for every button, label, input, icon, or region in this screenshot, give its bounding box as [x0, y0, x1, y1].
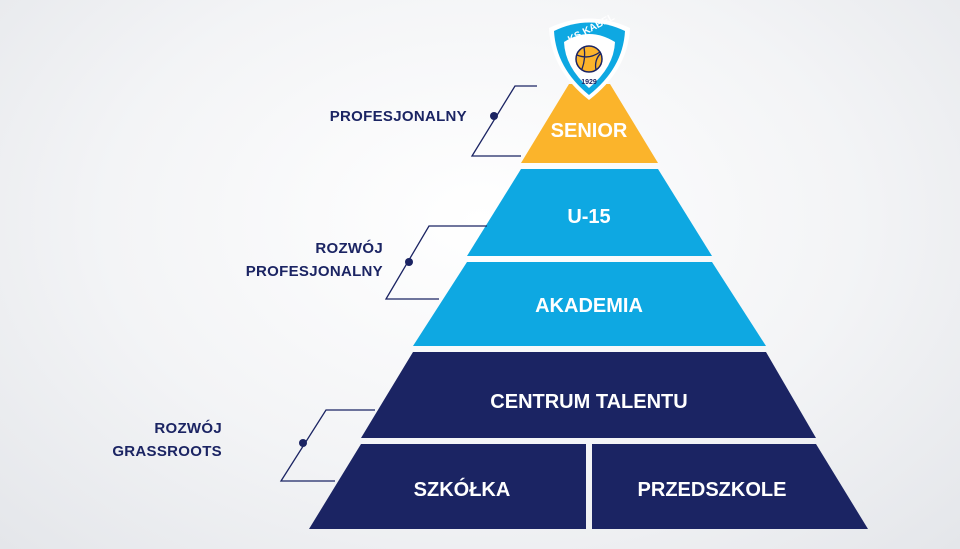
tier-u15 — [467, 169, 712, 256]
group-grassroots-label-line2: GRASSROOTS — [112, 443, 222, 460]
tier-szkolka — [309, 444, 586, 529]
tier-szkolka-label: SZKÓŁKA — [414, 477, 511, 501]
group-development-label-line2: PROFESJONALNY — [246, 263, 383, 280]
tier-przedszkole — [592, 444, 868, 529]
volleyball-icon — [575, 45, 603, 73]
tier-przedszkole-label: PRZEDSZKOLE — [638, 479, 787, 501]
bracket-professional — [470, 85, 537, 157]
group-development-label-line1: ROZWÓJ — [315, 239, 383, 257]
tier-centrum-label: CENTRUM TALENTU — [490, 391, 687, 413]
bracket-dot-grassroots — [299, 439, 307, 447]
tier-u15-label: U-15 — [567, 206, 610, 228]
logo-year-text: 1929 — [581, 79, 597, 86]
tier-senior-label: SENIOR — [551, 120, 628, 142]
tier-centrum — [361, 352, 816, 438]
tier-akademia-label: AKADEMIA — [535, 295, 643, 317]
group-grassroots-label-line1: ROZWÓJ — [154, 419, 222, 437]
bracket-dot-development — [405, 258, 413, 266]
bracket-dot-professional — [490, 112, 498, 120]
tier-akademia — [413, 262, 766, 346]
group-professional-label: PROFESJONALNY — [330, 108, 467, 125]
club-logo: KS KABEL 1929 — [549, 12, 630, 100]
tier-senior — [521, 84, 658, 163]
